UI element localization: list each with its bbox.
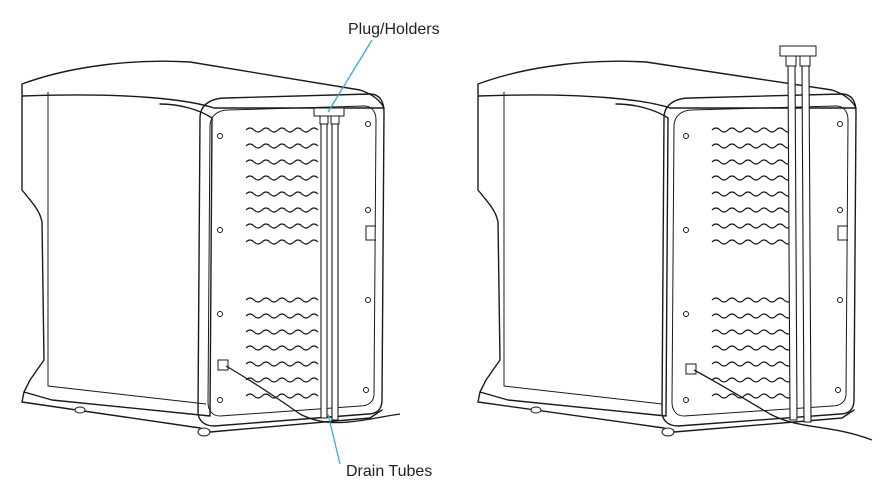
foot — [74, 406, 86, 414]
unit-top — [21, 60, 385, 109]
upper-vents — [711, 127, 793, 245]
panel-latch — [837, 225, 848, 241]
unit-top — [477, 60, 857, 109]
unit-tubes-stowed — [21, 60, 401, 437]
power-cord — [693, 369, 873, 441]
unit-side-panel — [477, 95, 669, 417]
foot — [530, 406, 542, 414]
foot — [197, 427, 211, 437]
back-panel-frame — [661, 93, 857, 427]
panel-latch — [365, 225, 376, 241]
panel-screws — [683, 121, 843, 403]
upper-vents — [245, 127, 319, 245]
drain-tubes-label: Drain Tubes — [346, 463, 432, 480]
power-inlet — [217, 359, 229, 371]
foot — [661, 427, 675, 437]
power-cord — [225, 365, 401, 424]
back-panel-frame — [197, 93, 385, 427]
back-panel-inner — [207, 105, 377, 417]
unit-side-line — [47, 92, 207, 405]
back-panel-inner — [671, 105, 849, 417]
drain-tubes — [320, 123, 339, 421]
plug-holder — [779, 45, 817, 67]
unit-tubes-extended — [477, 45, 873, 441]
drain-tubes-leader — [327, 413, 341, 465]
panel-screws — [217, 121, 371, 403]
lower-vents — [711, 297, 793, 399]
unit-side-line — [503, 92, 663, 405]
unit-side-panel — [21, 95, 213, 417]
plug-holders-leader — [327, 39, 373, 113]
lower-vents — [245, 297, 319, 399]
plug-holders-label: Plug/Holders — [348, 21, 440, 38]
power-inlet — [685, 363, 697, 375]
drain-tubes — [787, 65, 812, 423]
